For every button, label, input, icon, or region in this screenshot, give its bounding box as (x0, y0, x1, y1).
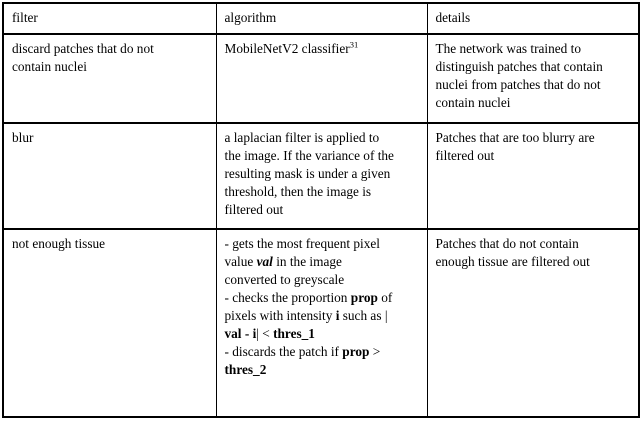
cell-filter: not enough tissue (2, 228, 217, 418)
header-cell-filter: filter (2, 2, 217, 35)
cell-filter: blur (2, 122, 217, 230)
table-header-row: filter algorithm details (2, 2, 640, 35)
table-row-not-enough-tissue: not enough tissue - gets the most freque… (2, 228, 640, 418)
cell-algorithm: MobileNetV2 classifier31 (215, 33, 428, 124)
header-cell-details: details (426, 2, 640, 35)
header-cell-algorithm: algorithm (215, 2, 428, 35)
